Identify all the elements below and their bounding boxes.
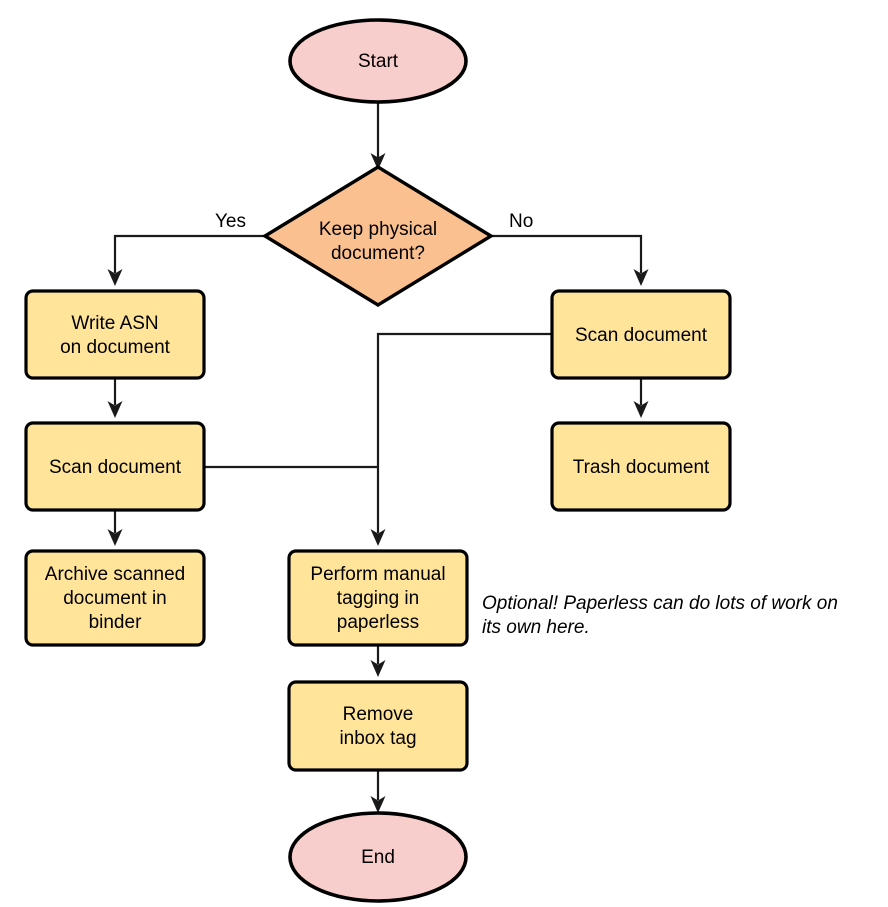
node-trash-document[interactable]: Trash document xyxy=(550,421,732,512)
optional-note-line-2: its own here. xyxy=(482,617,590,638)
scan-document-right-box[interactable] xyxy=(550,289,732,380)
node-scan-document-left[interactable]: Scan document xyxy=(24,421,206,512)
edge-decision-yes-to-write-asn xyxy=(107,234,265,286)
decision-diamond[interactable] xyxy=(261,165,495,307)
scan-document-left-box[interactable] xyxy=(24,421,206,512)
edge-scan-left-to-archive xyxy=(107,510,123,546)
edge-scan-right-to-manual-tagging xyxy=(370,332,552,546)
edge-write-asn-to-scan-left xyxy=(107,378,123,418)
node-end[interactable]: End xyxy=(288,811,468,903)
edge-start-to-decision xyxy=(370,102,386,170)
archive-box[interactable] xyxy=(24,549,206,647)
edge-scan-right-to-trash xyxy=(633,378,649,418)
end-ellipse[interactable] xyxy=(288,811,468,903)
optional-note-line-1: Optional! Paperless can do lots of work … xyxy=(482,593,838,614)
edge-label-layer: Yes No xyxy=(215,211,533,232)
node-remove-inbox-tag[interactable]: Remove inbox tag xyxy=(287,680,469,772)
start-ellipse[interactable] xyxy=(288,18,468,104)
manual-tagging-box[interactable] xyxy=(287,549,469,647)
node-scan-document-right[interactable]: Scan document xyxy=(550,289,732,380)
edge-decision-no-to-scan-right xyxy=(491,234,649,286)
edge-manual-tagging-to-remove-inbox xyxy=(370,645,386,677)
edge-layer xyxy=(107,102,649,813)
node-perform-manual-tagging[interactable]: Perform manual tagging in paperless xyxy=(287,549,469,647)
node-write-asn[interactable]: Write ASN on document xyxy=(24,289,206,380)
optional-note-annotation: Optional! Paperless can do lots of work … xyxy=(482,593,838,638)
edge-label-yes: Yes xyxy=(215,211,246,232)
node-start[interactable]: Start xyxy=(288,18,468,104)
trash-document-box[interactable] xyxy=(550,421,732,512)
node-archive-scanned-document[interactable]: Archive scanned document in binder xyxy=(24,549,206,647)
write-asn-box[interactable] xyxy=(24,289,206,380)
node-decision-keep-physical-document[interactable]: Keep physical document? xyxy=(261,165,495,307)
edge-remove-inbox-to-end xyxy=(370,770,386,813)
remove-inbox-tag-box[interactable] xyxy=(287,680,469,772)
edge-label-no: No xyxy=(509,211,533,232)
